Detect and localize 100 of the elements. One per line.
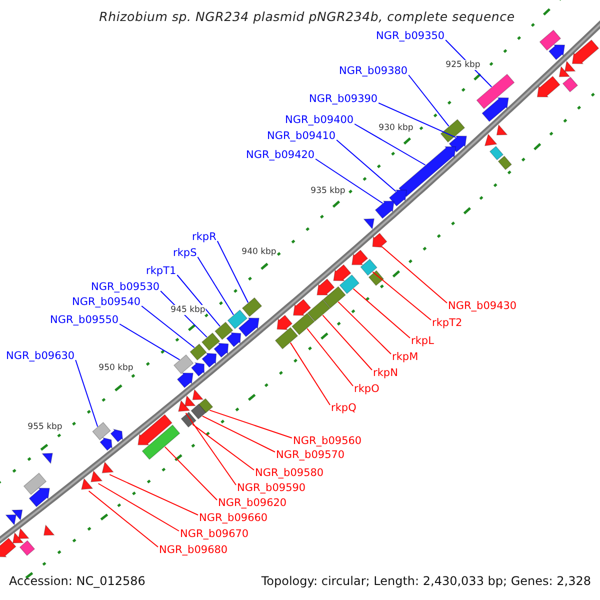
gene-box — [368, 270, 384, 286]
leader-line — [185, 412, 236, 486]
footer-text: Topology: circular; Length: 2,430,033 bp; Genes: 2,328 — [261, 574, 591, 589]
leader-line — [372, 271, 432, 320]
gene-block — [138, 414, 172, 446]
gene-label: rkpQ — [331, 402, 356, 415]
gene-block — [28, 488, 50, 508]
accession-text: Accession: NC_012586 — [9, 574, 146, 589]
gene-label: NGR_b09680 — [159, 544, 228, 557]
leader-line — [381, 246, 448, 304]
gene-block — [5, 514, 17, 526]
gene-block — [316, 278, 335, 296]
gene-label: NGR_b09410 — [267, 130, 336, 143]
leader-line — [98, 483, 180, 532]
leader-line — [202, 416, 276, 452]
gene-box — [322, 286, 346, 308]
gene-label: NGR_b09530 — [91, 281, 160, 294]
leader-line — [336, 140, 396, 192]
leader-line — [315, 158, 384, 204]
gene-block — [482, 97, 509, 122]
scale-label: 930 kbp — [378, 123, 414, 133]
gene-label: NGR_b09660 — [199, 512, 268, 525]
leader-line — [408, 74, 450, 127]
leader-line — [338, 301, 392, 354]
leader-line — [192, 424, 254, 470]
gene-block — [238, 318, 260, 338]
gene-label: NGR_b09390 — [309, 93, 378, 106]
gene-label: rkpM — [392, 351, 418, 364]
leader-line — [141, 306, 195, 348]
leader-line — [164, 446, 218, 500]
gene-box — [180, 412, 196, 428]
gene-box — [498, 156, 512, 170]
scale-label: 945 kbp — [170, 305, 206, 315]
gene-box — [190, 344, 207, 361]
gene-block — [102, 461, 114, 474]
gene-block — [43, 524, 55, 536]
gene-block — [81, 478, 94, 490]
gene-box — [173, 354, 194, 374]
gene-label: NGR_b09570 — [276, 449, 345, 462]
gene-box — [201, 332, 220, 351]
leader-line — [176, 274, 220, 327]
gene-label: NGR_b09400 — [285, 114, 354, 127]
gene-block — [374, 200, 394, 219]
gene-box — [360, 258, 378, 276]
gene-label: NGR_b09350 — [376, 30, 445, 43]
gene-block — [184, 395, 196, 406]
gene-block — [448, 136, 467, 153]
gene-label: NGR_b09550 — [50, 314, 119, 327]
gene-box — [198, 398, 214, 414]
gene-block — [11, 510, 23, 521]
gene-box — [227, 310, 248, 330]
gene-block — [398, 146, 456, 198]
gene-label: rkpR — [192, 231, 216, 244]
gene-label: NGR_b09430 — [448, 300, 517, 313]
gene-label: NGR_b09620 — [218, 497, 287, 510]
scale-label: 955 kbp — [28, 422, 62, 432]
gene-box — [242, 297, 262, 317]
gene-block — [12, 532, 24, 544]
gene-label: NGR_b09380 — [339, 65, 408, 78]
gene-label: NGR_b09630 — [6, 350, 75, 363]
gene-box — [489, 146, 504, 160]
gene-label: NGR_b09420 — [246, 149, 315, 162]
gene-label: NGR_b09670 — [180, 528, 249, 541]
gene-block — [110, 428, 124, 442]
gene-block — [484, 134, 498, 146]
gene-label: rkpT1 — [146, 265, 176, 278]
leader-line — [378, 102, 456, 138]
gene-label: rkpT2 — [432, 317, 462, 330]
gene-box — [292, 312, 315, 336]
leader-line — [306, 328, 354, 386]
gene-block — [558, 66, 570, 78]
gene-label: NGR_b09560 — [293, 435, 362, 448]
gene-label: NGR_b09580 — [255, 467, 324, 480]
title: Rhizobium sp. NGR234 plasmid pNGR234b, complete sequence — [98, 9, 516, 25]
scale-label: 925 kbp — [446, 60, 480, 70]
scale-label: 935 kbp — [310, 186, 346, 196]
gene-block — [41, 452, 53, 464]
gene-block — [100, 437, 113, 451]
gene-box — [190, 404, 206, 420]
gene-block — [572, 39, 600, 64]
leader-line — [216, 240, 249, 304]
leader-line — [322, 314, 372, 370]
leader-line — [88, 490, 158, 548]
leader-line — [109, 474, 198, 516]
leader-line — [197, 256, 234, 316]
leader-line — [352, 288, 410, 338]
gene-block — [372, 232, 388, 248]
scale-label: 950 kbp — [98, 363, 134, 373]
gene-block — [18, 528, 30, 539]
gene-label: rkpL — [411, 335, 434, 348]
gene-label: rkpS — [173, 247, 197, 260]
gene-label: rkpO — [354, 383, 380, 396]
gene-block — [214, 342, 229, 358]
scale-label: 940 kbp — [242, 247, 276, 257]
gene-block — [176, 372, 194, 388]
gene-block — [548, 44, 566, 60]
gene-block — [333, 264, 352, 282]
gene-block — [564, 60, 576, 72]
gene-block — [536, 76, 560, 98]
gene-block — [202, 352, 217, 368]
